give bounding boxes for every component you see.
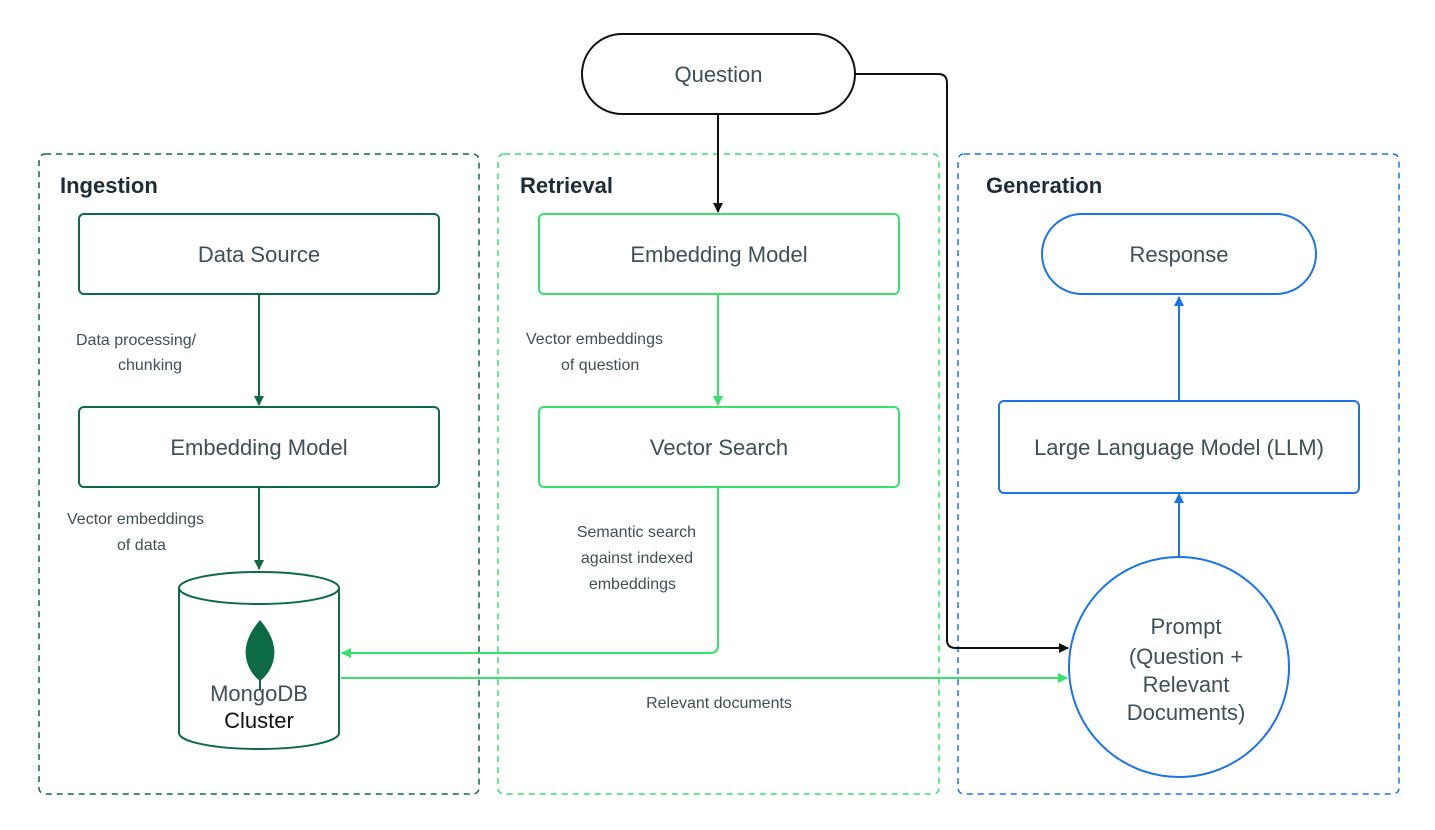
response-label: Response: [1129, 242, 1228, 267]
vectors-question-label-line-1: Vector embeddings: [526, 331, 663, 348]
data-source-label: Data Source: [198, 242, 320, 267]
prompt-label-line-3: Relevant: [1143, 672, 1230, 697]
llm-node: Large Language Model (LLM): [998, 400, 1360, 494]
retrieval-embedding-model-label: Embedding Model: [630, 242, 807, 267]
prompt-label-line-1: Prompt: [1151, 614, 1222, 639]
vectors-data-edge-label: Vector embeddings of data: [67, 511, 204, 554]
ingest-embedding-model-node: Embedding Model: [78, 406, 440, 488]
mongodb-cluster-node: MongoDB Cluster: [178, 571, 340, 750]
cluster-label: Cluster: [224, 708, 294, 733]
semantic-search-label-line-1: Semantic search: [577, 524, 696, 541]
ingestion-frame: [38, 153, 480, 795]
chunking-edge-label: Data processing/ chunking: [76, 332, 197, 374]
mongodb-label: MongoDB: [210, 681, 308, 706]
chunking-label-line-2: chunking: [118, 357, 182, 374]
semantic-search-edge-label: Semantic search against indexed embeddin…: [577, 524, 696, 593]
edge-vectorsearch-to-mongodb: [341, 487, 719, 658]
question-label: Question: [674, 62, 762, 87]
vector-search-label: Vector Search: [650, 435, 788, 460]
semantic-search-label-line-2: against indexed: [581, 550, 693, 567]
generation-frame: [957, 153, 1400, 795]
generation-section: Generation: [957, 153, 1400, 795]
prompt-label-line-4: Documents): [1127, 700, 1246, 725]
mongodb-leaf-icon: [245, 620, 275, 690]
llm-label: Large Language Model (LLM): [1034, 435, 1324, 460]
vectors-data-label-line-1: Vector embeddings: [67, 511, 204, 528]
relevant-documents-label: Relevant documents: [646, 695, 792, 712]
question-node: Question: [581, 33, 856, 115]
ingest-embedding-model-label: Embedding Model: [170, 435, 347, 460]
chunking-label-line-1: Data processing/: [76, 332, 197, 349]
ingestion-title: Ingestion: [60, 173, 158, 198]
vectors-data-label-line-2: of data: [117, 537, 166, 554]
vectors-question-label-line-2: of question: [561, 357, 639, 374]
retrieval-embedding-model-node: Embedding Model: [538, 213, 900, 295]
retrieval-title: Retrieval: [520, 173, 613, 198]
vector-search-node: Vector Search: [538, 406, 900, 488]
semantic-search-label-line-3: embeddings: [589, 576, 676, 593]
edge-question-to-prompt: [855, 73, 1069, 653]
response-node: Response: [1041, 213, 1317, 295]
ingestion-section: Ingestion: [38, 153, 480, 795]
prompt-label-line-2: (Question +: [1129, 644, 1243, 669]
data-source-node: Data Source: [78, 213, 440, 295]
database-cylinder-top: [178, 571, 340, 605]
prompt-node: Prompt (Question + Relevant Documents): [1068, 556, 1290, 778]
vectors-question-edge-label: Vector embeddings of question: [526, 331, 663, 374]
generation-title: Generation: [986, 173, 1102, 198]
